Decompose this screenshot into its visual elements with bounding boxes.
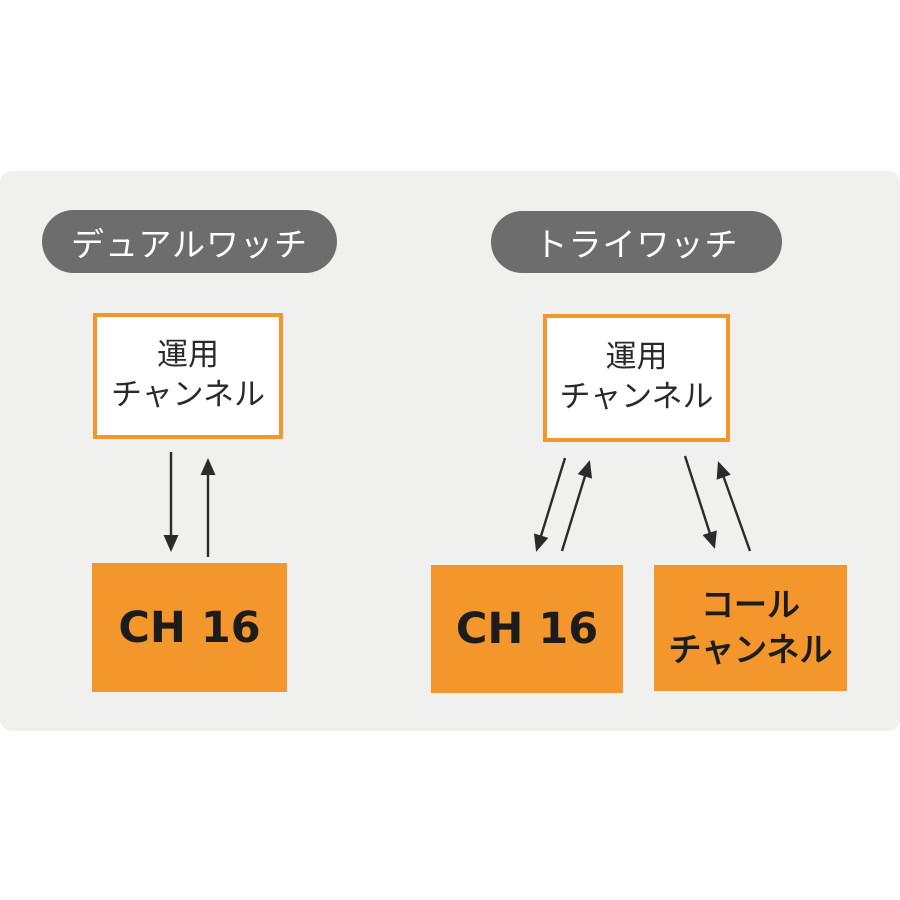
ch16-label: CH 16 [455, 604, 599, 654]
dual-watch-pill: デュアルワッチ [42, 210, 337, 273]
ch16-label: CH 16 [118, 602, 261, 653]
operating-channel-line2: チャンネル [559, 379, 714, 415]
operating-channel-line1: 運用 [157, 337, 219, 374]
tri-ch16-box: CH 16 [431, 565, 623, 693]
dual-ch16-box: CH 16 [92, 563, 287, 692]
tri-call-channel-box: コール チャンネル [654, 565, 847, 691]
operating-channel-line1: 運用 [605, 339, 668, 376]
call-channel-line2: チャンネル [668, 630, 833, 669]
tri-operating-channel-box: 運用 チャンネル [543, 314, 730, 442]
tri-watch-pill: トライワッチ [491, 211, 782, 273]
dual-operating-channel-box: 運用 チャンネル [93, 313, 283, 439]
call-channel-line1: コール [701, 585, 800, 625]
operating-channel-line2: チャンネル [110, 377, 266, 413]
